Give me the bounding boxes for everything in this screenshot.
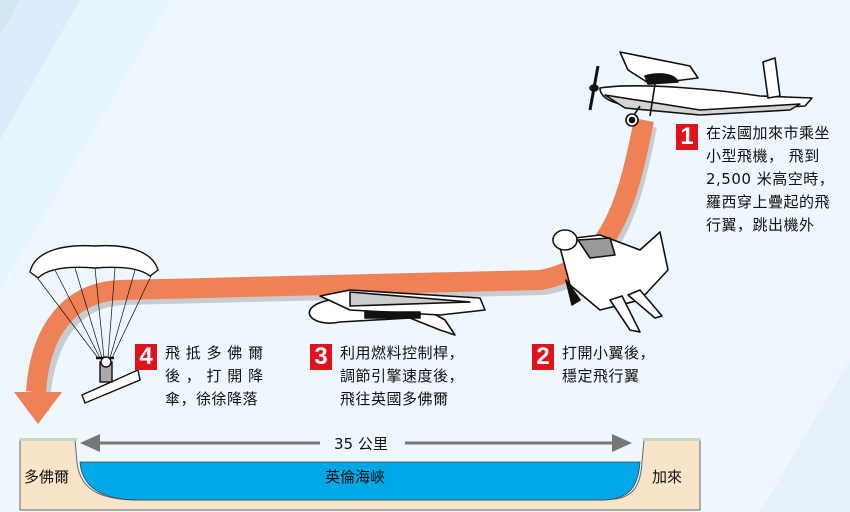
dover-cliff-top [20, 438, 77, 441]
step-3: 3 利用燃料控制桿， 調節引擎速度後， 飛往英國多佛爾 [310, 342, 464, 411]
step-text: 利用燃料控制桿， 調節引擎速度後， 飛往英國多佛爾 [340, 344, 465, 408]
background-band [0, 0, 170, 290]
wingsuit-jumper-icon [552, 229, 669, 333]
parachute-icon [29, 244, 159, 404]
jetwing-flyer-icon [308, 289, 486, 336]
distance-label: 35 公里 [334, 435, 388, 453]
channel-water [79, 461, 641, 501]
channel-label: 英倫海峽 [325, 468, 386, 486]
step-text: 飛 抵 多 佛 爾 後 ， 打 開 降 傘，徐徐降落 [165, 344, 264, 408]
step-1: 1 在法國加來市乘坐 小型飛機， 飛到 2,500 米高空時， 羅西穿上疊起的飛… [676, 122, 834, 237]
dover-label: 多佛爾 [24, 468, 70, 486]
distance-arrow-right-icon [612, 434, 632, 452]
flight-path-arrowhead [14, 392, 62, 424]
calais-label: 加來 [652, 468, 683, 486]
step-4: 4 飛 抵 多 佛 爾 後 ， 打 開 降 傘，徐徐降落 [135, 342, 264, 411]
step-badge: 1 [676, 124, 698, 150]
step-badge: 3 [310, 344, 332, 370]
background-band [0, 0, 20, 35]
background-band [0, 0, 80, 140]
step-badge: 2 [532, 344, 554, 370]
step-2: 2 打開小翼後， 穩定飛行翼 [532, 342, 655, 388]
distance-arrow-left-icon [80, 434, 100, 452]
channel-cross-section [19, 434, 701, 511]
step-badge: 4 [135, 344, 157, 370]
flight-path [26, 118, 654, 393]
step-text: 在法國加來市乘坐 小型飛機， 飛到 2,500 米高空時， 羅西穿上疊起的飛 行… [706, 124, 835, 234]
calais-cliff-top [643, 438, 700, 441]
background-band [760, 360, 850, 512]
step-text: 打開小翼後， 穩定飛行翼 [562, 344, 656, 385]
airplane-icon [588, 51, 813, 127]
